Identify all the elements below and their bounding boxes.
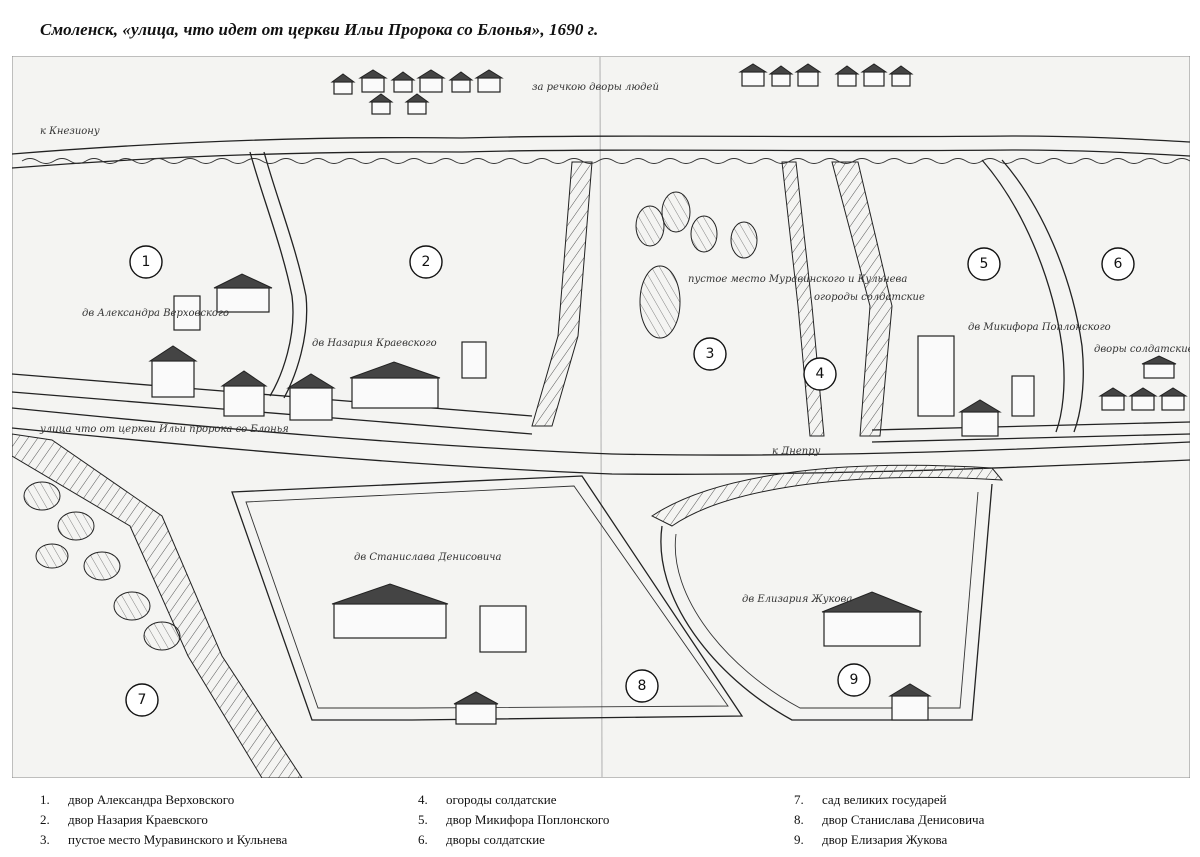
inscription-d2: дв Назария Краевского	[312, 338, 437, 349]
legend-item-4: 4.огороды солдатские	[418, 792, 557, 807]
inscription-main-street: улица что от церкви Ильи пророка со Блон…	[39, 424, 289, 435]
legend-item-5: 5.двор Микифора Поплонского	[418, 812, 610, 827]
enclosure-plot-8	[231, 475, 744, 721]
buildings-plot-1	[148, 273, 273, 417]
hedge-2-3	[531, 161, 593, 427]
svg-text:9: 9	[850, 672, 859, 688]
historic-map: к Кнезиону за речкою дворы людей улица ч…	[12, 56, 1190, 778]
inscription-top-center: за речкою дворы людей	[532, 82, 659, 93]
marker-8: 8	[625, 669, 659, 703]
river-wave	[21, 158, 1190, 164]
buildings-plot-5	[917, 335, 1035, 437]
map-canvas: к Кнезиону за речкою дворы людей улица ч…	[12, 56, 1190, 778]
paper-fold	[599, 56, 603, 778]
enclosure-plot-9	[660, 483, 993, 721]
river-bank-upper	[12, 135, 1190, 155]
enclosure-plot-9-inner	[674, 491, 979, 709]
svg-text:7: 7	[138, 692, 147, 708]
legend-column-3: 7.сад великих государей 8.двор Станислав…	[794, 790, 984, 850]
svg-text:8: 8	[638, 678, 647, 694]
marker-4: 4	[803, 357, 837, 391]
svg-text:6: 6	[1114, 256, 1123, 272]
hedge-4-5	[831, 161, 893, 437]
main-street-south	[12, 427, 1190, 475]
inscription-d5: дв Микифора Поплонского	[968, 322, 1111, 333]
legend-column-2: 4.огороды солдатские 5.двор Микифора Поп…	[418, 790, 609, 850]
buildings-plot-6	[1098, 355, 1188, 411]
garden-fence-7	[12, 433, 303, 778]
marker-3: 3	[693, 337, 727, 371]
svg-text:5: 5	[980, 256, 989, 272]
legend-item-3: 3.пустое место Муравинского и Кульнева	[40, 832, 288, 847]
path-5-6-edge	[1001, 159, 1084, 433]
buildings-plot-8	[331, 583, 527, 725]
map-title: Смоленск, «улица, что идет от церкви Иль…	[40, 20, 599, 39]
legend-item-2: 2.двор Назария Краевского	[40, 812, 208, 827]
inscription-d9: дв Елизария Жукова	[742, 594, 852, 605]
marker-2: 2	[409, 245, 443, 279]
legend-column-1: 1.двор Александра Верховского 2.двор Наз…	[40, 790, 287, 850]
legend-item-8: 8.двор Станислава Денисовича	[794, 812, 985, 827]
marker-6: 6	[1101, 247, 1135, 281]
legend-item-6: 6.дворы солдатские	[418, 832, 545, 847]
river-bank-lower	[12, 149, 1190, 169]
inscription-d3: пустое место Муравинского и Кульнева	[688, 274, 907, 285]
svg-text:3: 3	[706, 346, 715, 362]
buildings-plot-9	[821, 591, 932, 721]
trees-plot-3	[635, 191, 758, 339]
legend-item-7: 7.сад великих государей	[794, 792, 947, 807]
marker-5: 5	[967, 247, 1001, 281]
svg-text:1: 1	[142, 254, 151, 270]
inscription-d4: огороды солдатские	[814, 292, 925, 303]
buildings-plot-2	[286, 341, 487, 421]
path-plot-1	[249, 151, 294, 397]
svg-text:2: 2	[422, 254, 431, 270]
inscription-top-left: к Кнезиону	[40, 126, 100, 137]
marker-7: 7	[125, 683, 159, 717]
legend-item-1: 1.двор Александра Верховского	[40, 792, 235, 807]
far-bank-houses	[330, 63, 914, 115]
main-street-north	[12, 407, 1190, 456]
lane-to-dnieper	[651, 464, 1004, 527]
marker-1: 1	[129, 245, 163, 279]
garden-trees-7	[23, 481, 181, 651]
inscription-d1: дв Александра Верховского	[82, 308, 229, 319]
svg-text:4: 4	[816, 366, 825, 382]
path-plot-1-edge	[263, 151, 308, 399]
path-5-6	[981, 159, 1065, 433]
legend-item-9: 9.двор Елизария Жукова	[794, 832, 948, 847]
marker-9: 9	[837, 663, 871, 697]
inscription-lane: к Днепру	[772, 446, 821, 457]
inscription-d8: дв Станислава Денисовича	[354, 552, 502, 563]
enclosure-plot-8-inner	[245, 485, 729, 709]
inscription-d6: дворы солдатские	[1094, 344, 1190, 355]
fence-north	[12, 373, 1190, 443]
